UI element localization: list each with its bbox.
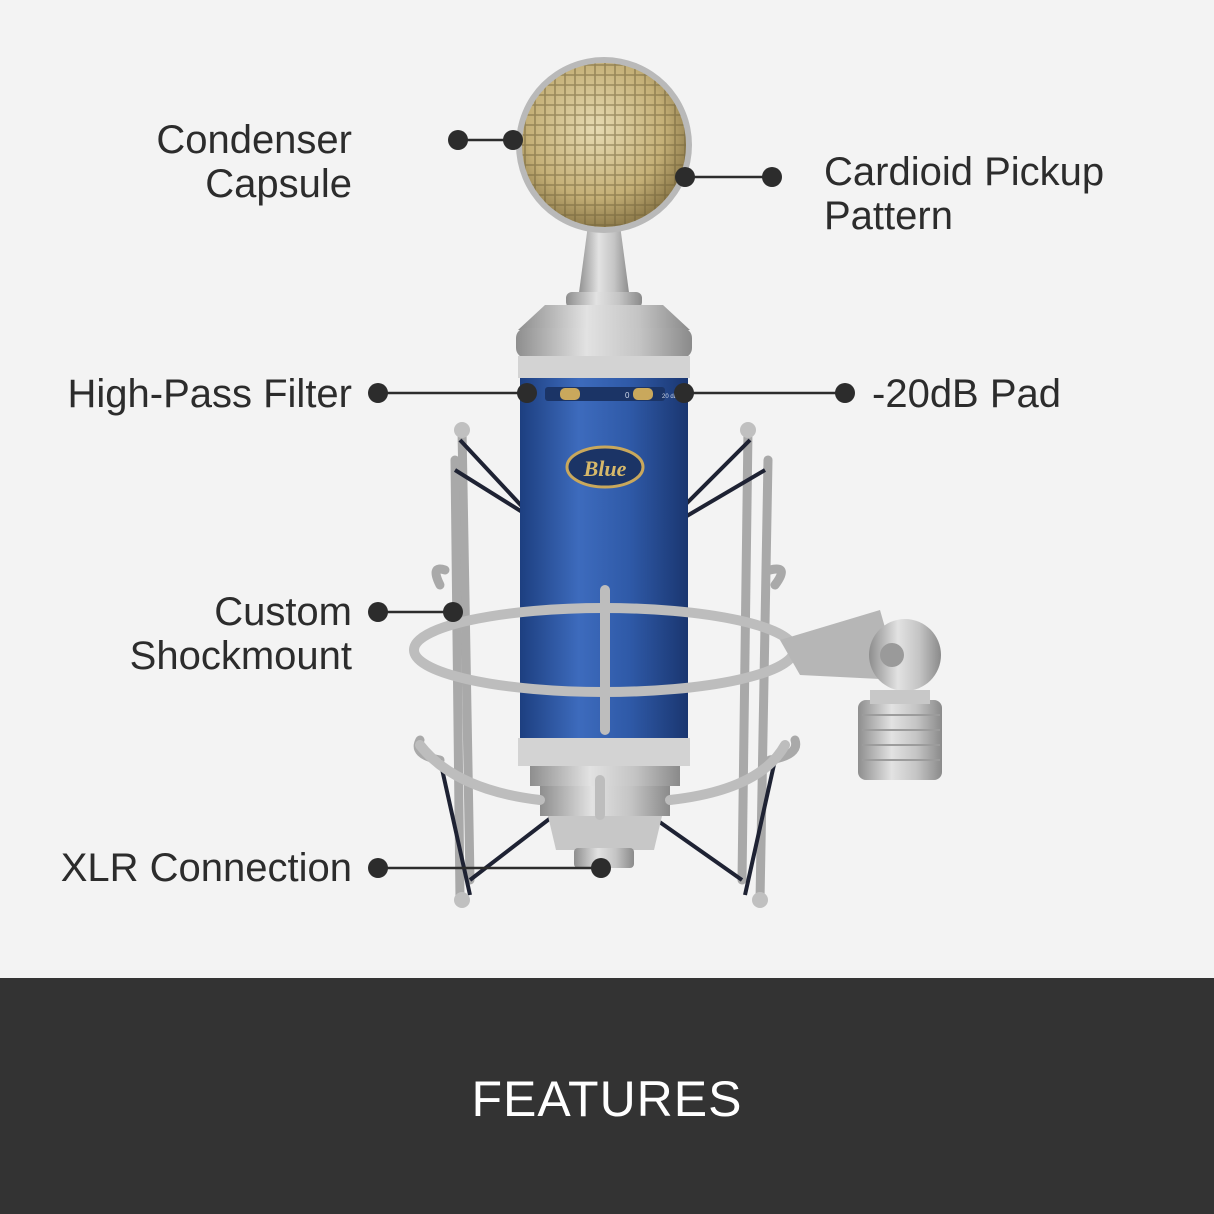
xlr-connector — [574, 848, 634, 868]
callout-shockmount-line2: Shockmount — [129, 634, 352, 678]
callout-cardioid-line1: Cardioid Pickup — [824, 150, 1105, 194]
switch-label-0: 0 — [625, 391, 630, 400]
callout-high-pass-filter: High-Pass Filter — [67, 372, 352, 416]
microphone-illustration: 0 20 dB Blue — [368, 57, 942, 908]
callout-condenser-capsule-line1: Condenser — [156, 118, 352, 162]
blue-logo: Blue — [565, 445, 645, 489]
capsule-neck — [578, 225, 630, 300]
callout-lines — [368, 130, 855, 878]
callout-high-pass-filter-text: High-Pass Filter — [67, 372, 352, 416]
callout-condenser-capsule: Condenser Capsule — [156, 118, 352, 206]
logo-text: Blue — [583, 456, 627, 481]
condenser-capsule-grille — [516, 57, 692, 233]
switch-label-20db: 20 dB — [662, 394, 678, 400]
footer-title: FEATURES — [471, 1071, 743, 1127]
callout-cardioid-pickup-pattern: Cardioid Pickup Pattern — [824, 150, 1104, 238]
shockmount-clamp — [780, 610, 942, 780]
callout-pad-text: -20dB Pad — [872, 372, 1062, 416]
callout-xlr-connection: XLR Connection — [61, 846, 352, 890]
callout-shockmount-line1: Custom — [214, 590, 352, 634]
callout-pad: -20dB Pad — [872, 372, 1061, 416]
callout-custom-shockmount: Custom Shockmount — [130, 590, 352, 678]
shockmount-feet — [454, 422, 768, 908]
callout-xlr-connection-text: XLR Connection — [60, 846, 352, 890]
switch-panel: 0 20 dB — [545, 387, 678, 401]
callout-cardioid-line2: Pattern — [824, 194, 953, 238]
callout-condenser-capsule-line2: Capsule — [205, 162, 352, 206]
footer-band — [0, 978, 1214, 1214]
